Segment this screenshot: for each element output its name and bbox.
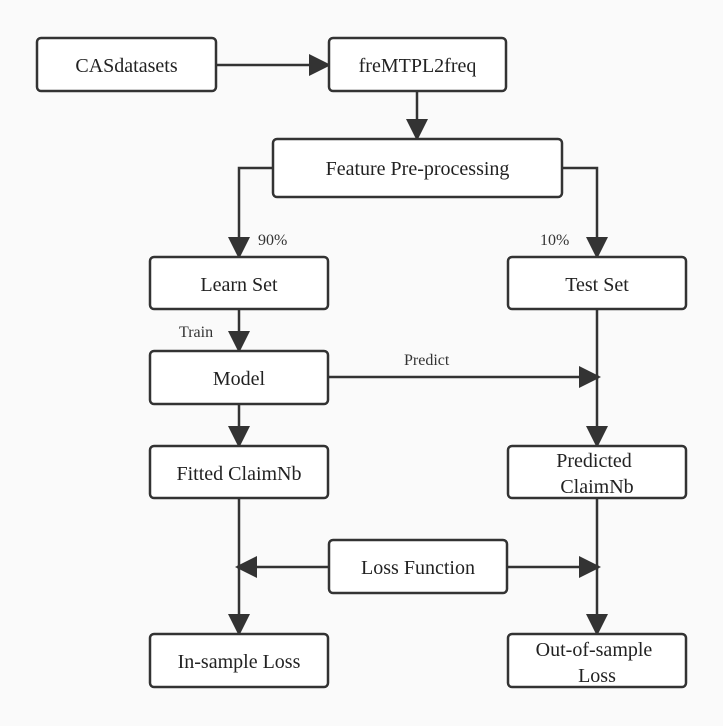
node-predicted-claimnb-label-line2: ClaimNb (560, 476, 633, 498)
node-loss-function: Loss Function (327, 538, 509, 595)
node-casdatasets-label: CASdatasets (75, 55, 177, 77)
node-in-sample-loss: In-sample Loss (148, 632, 330, 689)
edge-preprocessing-to-learn-set (228, 166, 273, 259)
node-predicted-claimnb: Predicted ClaimNb (506, 444, 688, 500)
node-model: Model (148, 349, 330, 406)
node-casdatasets: CASdatasets (35, 36, 218, 93)
edge-preprocessing-to-test-set (562, 166, 608, 259)
node-fitted-claimnb: Fitted ClaimNb (148, 444, 330, 500)
node-fremtpl2freq: freMTPL2freq (327, 36, 508, 93)
node-predicted-claimnb-label-line1: Predicted (556, 450, 632, 472)
node-feature-preprocessing-label: Feature Pre-processing (326, 158, 510, 180)
edges (216, 54, 608, 636)
node-learn-set-label: Learn Set (200, 274, 278, 296)
node-model-label: Model (213, 368, 266, 390)
node-out-of-sample-loss-label-line2: Loss (578, 665, 616, 687)
node-feature-preprocessing: Feature Pre-processing (271, 137, 564, 199)
edge-label-train: Train (179, 324, 213, 341)
edge-label-90-percent: 90% (258, 232, 287, 249)
edge-label-predict: Predict (404, 352, 450, 369)
node-loss-function-label: Loss Function (361, 557, 475, 579)
node-out-of-sample-loss: Out-of-sample Loss (506, 632, 688, 689)
node-test-set: Test Set (506, 255, 688, 311)
node-out-of-sample-loss-label-line1: Out-of-sample (536, 639, 653, 661)
edge-label-10-percent: 10% (540, 232, 569, 249)
node-test-set-label: Test Set (565, 274, 629, 296)
node-learn-set: Learn Set (148, 255, 330, 311)
node-fremtpl2freq-label: freMTPL2freq (359, 55, 477, 77)
node-in-sample-loss-label: In-sample Loss (178, 651, 301, 673)
node-fitted-claimnb-label: Fitted ClaimNb (177, 463, 302, 485)
